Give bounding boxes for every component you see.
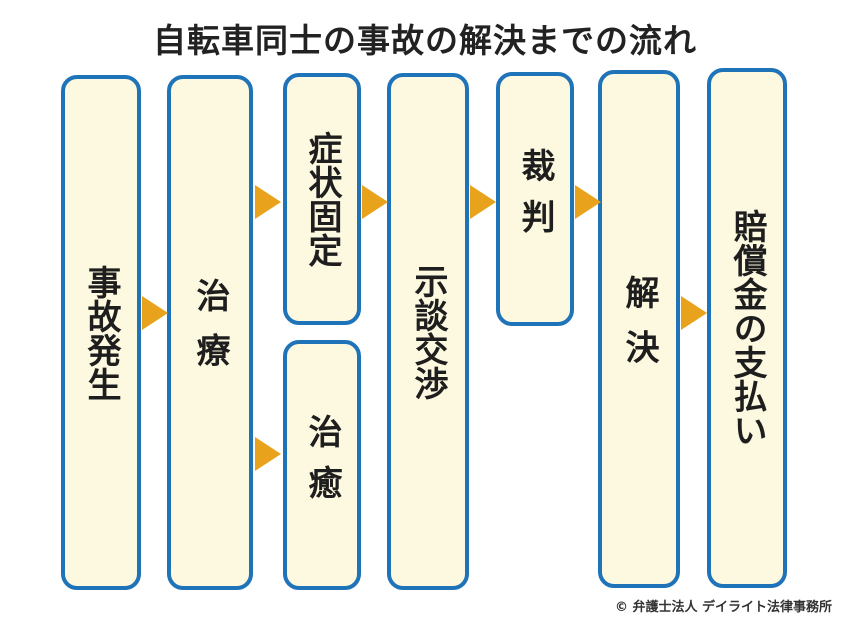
copyright-notice: © 弁護士法人 デイライト法律事務所 [614,600,832,615]
arrow-settlement-to-trial [470,185,496,219]
step-accident: 事故発生 [61,75,141,590]
step-settlement-label: 示談交渉 [408,263,448,400]
arrow-symptom-fixed-to-settlement [362,185,388,219]
step-cured: 治癒 [283,340,361,590]
arrow-treatment-to-cured [255,437,281,471]
step-payment-label: 賠償金の支払い [727,209,767,447]
step-symptom-fixed-label: 症状固定 [302,131,342,267]
diagram-title: 自転車同士の事故の解決までの流れ [153,21,697,60]
step-settlement: 示談交渉 [387,73,469,590]
step-payment: 賠償金の支払い [707,68,787,588]
step-accident-label: 事故発生 [81,264,121,401]
step-resolution-label: 解決 [619,274,659,384]
step-cured-label: 治癒 [302,414,342,516]
arrow-accident-to-treatment [142,296,168,330]
step-symptom-fixed: 症状固定 [283,73,361,325]
arrow-resolution-to-payment [681,296,707,330]
step-treatment-label: 治療 [190,278,230,387]
step-trial: 裁判 [496,72,574,326]
arrow-trial-to-resolution [575,185,601,219]
step-treatment: 治療 [167,75,253,590]
step-trial-label: 裁判 [515,148,555,250]
arrow-treatment-to-symptom-fixed [255,185,281,219]
step-resolution: 解決 [598,70,680,588]
